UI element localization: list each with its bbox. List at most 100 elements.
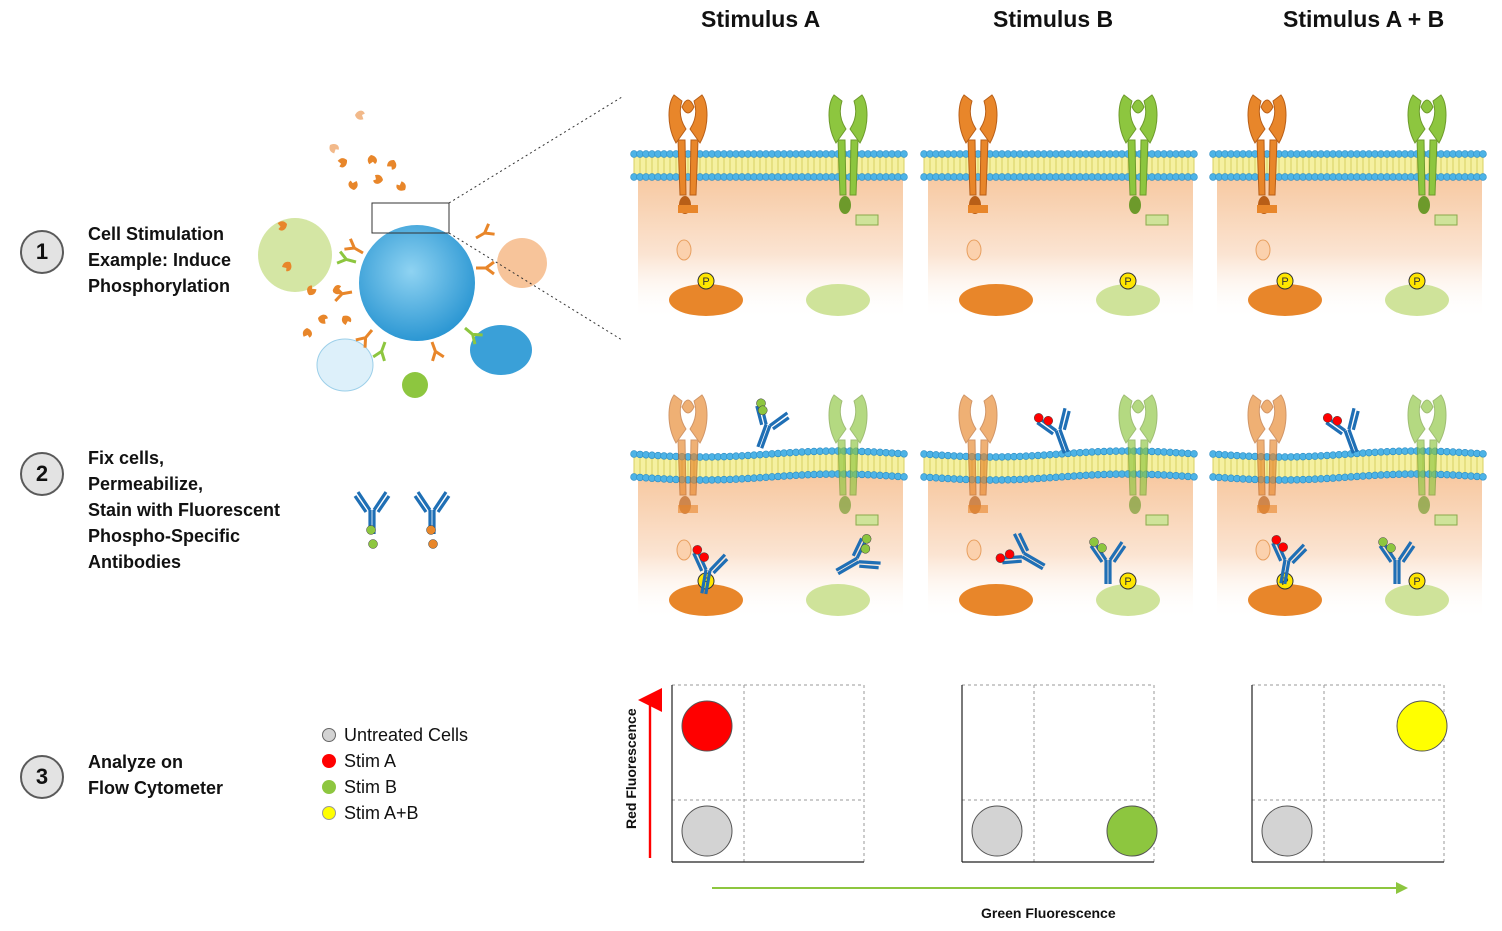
receptor-arm — [849, 394, 868, 444]
step-1-badge: 1 — [20, 230, 64, 274]
receptor-arm — [1247, 94, 1266, 144]
x-axis-label: Green Fluorescence — [981, 905, 1116, 921]
lipid-head — [1190, 450, 1198, 458]
ligand — [282, 261, 292, 272]
lipid-head — [900, 150, 908, 158]
zoom-line — [448, 232, 623, 341]
phospho-label: P — [1413, 276, 1420, 288]
population-dot — [681, 805, 733, 857]
stimulation-scene — [258, 96, 623, 549]
receptor-leg — [1139, 439, 1149, 496]
receptor-arm — [1139, 394, 1158, 444]
ligand-bound — [681, 399, 695, 414]
legend-label: Stim A — [344, 751, 397, 771]
fluorophore — [428, 539, 438, 549]
green-target-protein — [1096, 284, 1160, 316]
step-2-line: Fix cells, — [88, 448, 165, 468]
receptor-leg — [677, 139, 687, 196]
phospho-badge — [1119, 572, 1137, 590]
orange-target-protein — [1248, 584, 1322, 616]
cell-receptor-icon — [344, 238, 364, 255]
receptor — [1407, 94, 1447, 214]
step-2-line: Phospho-Specific — [88, 526, 241, 546]
population-dot — [1261, 805, 1313, 857]
receptor-mark — [476, 260, 495, 276]
fluorophore — [1097, 543, 1107, 553]
receptor-tail — [839, 196, 851, 214]
receptor-leg — [1127, 139, 1137, 196]
ligand — [332, 285, 343, 295]
antibody-stem — [700, 569, 712, 595]
kinase-bar — [1257, 505, 1277, 513]
receptor-leg — [1268, 439, 1278, 496]
ligand-bound — [1260, 399, 1274, 414]
receptor-mark — [355, 329, 374, 348]
phospho-label: P — [702, 576, 709, 588]
phospho-label: P — [1124, 276, 1131, 288]
step-2-badge: 2 — [20, 452, 64, 496]
fluorophore — [1043, 416, 1054, 426]
ligand — [307, 285, 317, 296]
receptor-arm — [1407, 94, 1426, 144]
ligand — [302, 328, 312, 338]
receptor — [828, 94, 868, 214]
receptor-mark — [336, 250, 357, 265]
flow-plot — [1251, 684, 1448, 863]
legend-stim-a: Stim A — [322, 748, 396, 774]
population-dot — [681, 700, 733, 752]
fluorophore — [699, 552, 709, 562]
fluorophore — [861, 534, 872, 544]
step-2-line: Antibodies — [88, 552, 181, 572]
antibody-arm — [432, 491, 451, 513]
receptor-arm — [1428, 394, 1447, 444]
legend-stim-ab: Stim A+B — [322, 800, 419, 826]
antibody-arm — [1287, 543, 1308, 565]
fluorophore — [366, 525, 376, 535]
small-green-cell — [402, 372, 428, 398]
green-target-protein — [806, 584, 870, 616]
receptor-arm — [1268, 94, 1287, 144]
kinase-bar — [678, 505, 698, 513]
receptor-tail — [1418, 196, 1430, 214]
receptor-arm — [979, 394, 998, 444]
fluorophore — [995, 553, 1006, 563]
ligand — [387, 159, 397, 170]
step-1-line: Phosphorylation — [88, 276, 231, 296]
fluorophore — [368, 539, 378, 549]
step-1-text: Cell Stimulation Example: Induce Phospho… — [88, 221, 231, 299]
antibody — [1378, 537, 1416, 584]
fluorophore — [1089, 537, 1099, 547]
receptor-leg — [849, 139, 859, 196]
antibody-stem — [1279, 559, 1291, 585]
lipid-head — [1479, 450, 1487, 458]
antibody — [755, 398, 790, 449]
antibody — [413, 491, 451, 549]
ligand — [277, 221, 287, 231]
receptor-leg — [689, 439, 699, 496]
kinase-bar — [968, 505, 988, 513]
antibody — [835, 534, 881, 576]
receptor-arm — [1247, 394, 1266, 444]
receptor-leg — [979, 439, 989, 496]
lipid-head — [900, 450, 908, 458]
adapter — [966, 239, 982, 261]
light-blue-cell — [316, 338, 374, 392]
ligand-bound — [1420, 99, 1434, 114]
receptor-tail — [1129, 196, 1141, 214]
antibody-arm — [1108, 541, 1127, 563]
phospho-label: P — [1413, 576, 1420, 588]
lipid-head — [900, 473, 908, 481]
antibody — [353, 491, 391, 549]
fluorophore — [1332, 416, 1343, 426]
receptor — [668, 94, 708, 214]
receptor-leg — [1428, 439, 1438, 496]
cell-receptor-icon — [476, 260, 495, 276]
antibody — [995, 532, 1046, 571]
fluorophore — [860, 544, 871, 554]
orange-cell — [497, 238, 547, 288]
receptor-leg — [979, 139, 989, 196]
antibody — [1322, 407, 1360, 454]
cell-panel: P — [630, 94, 908, 320]
adapter — [966, 539, 982, 561]
receptor-tail — [839, 496, 851, 514]
